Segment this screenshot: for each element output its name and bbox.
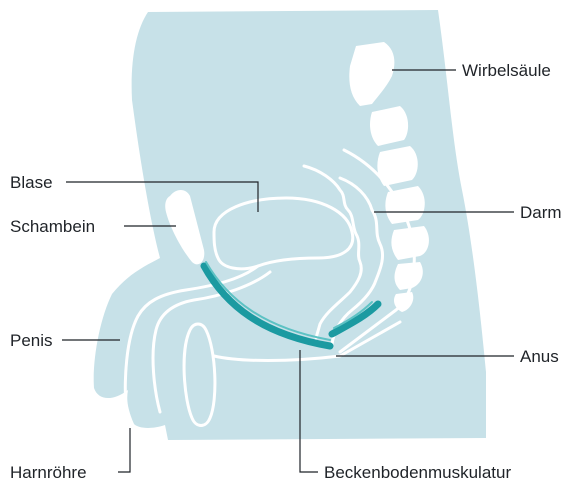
label-pelvic-floor: Beckenbodenmuskulatur xyxy=(324,463,511,482)
label-pubic-bone: Schambein xyxy=(10,217,95,236)
label-penis: Penis xyxy=(10,331,53,350)
label-anus: Anus xyxy=(520,347,559,366)
label-spine: Wirbelsäule xyxy=(462,61,551,80)
label-intestine: Darm xyxy=(520,203,562,222)
label-bladder: Blase xyxy=(10,173,53,192)
urethra-leader xyxy=(118,428,130,472)
vertebra xyxy=(370,106,408,146)
label-urethra: Harnröhre xyxy=(10,463,87,482)
